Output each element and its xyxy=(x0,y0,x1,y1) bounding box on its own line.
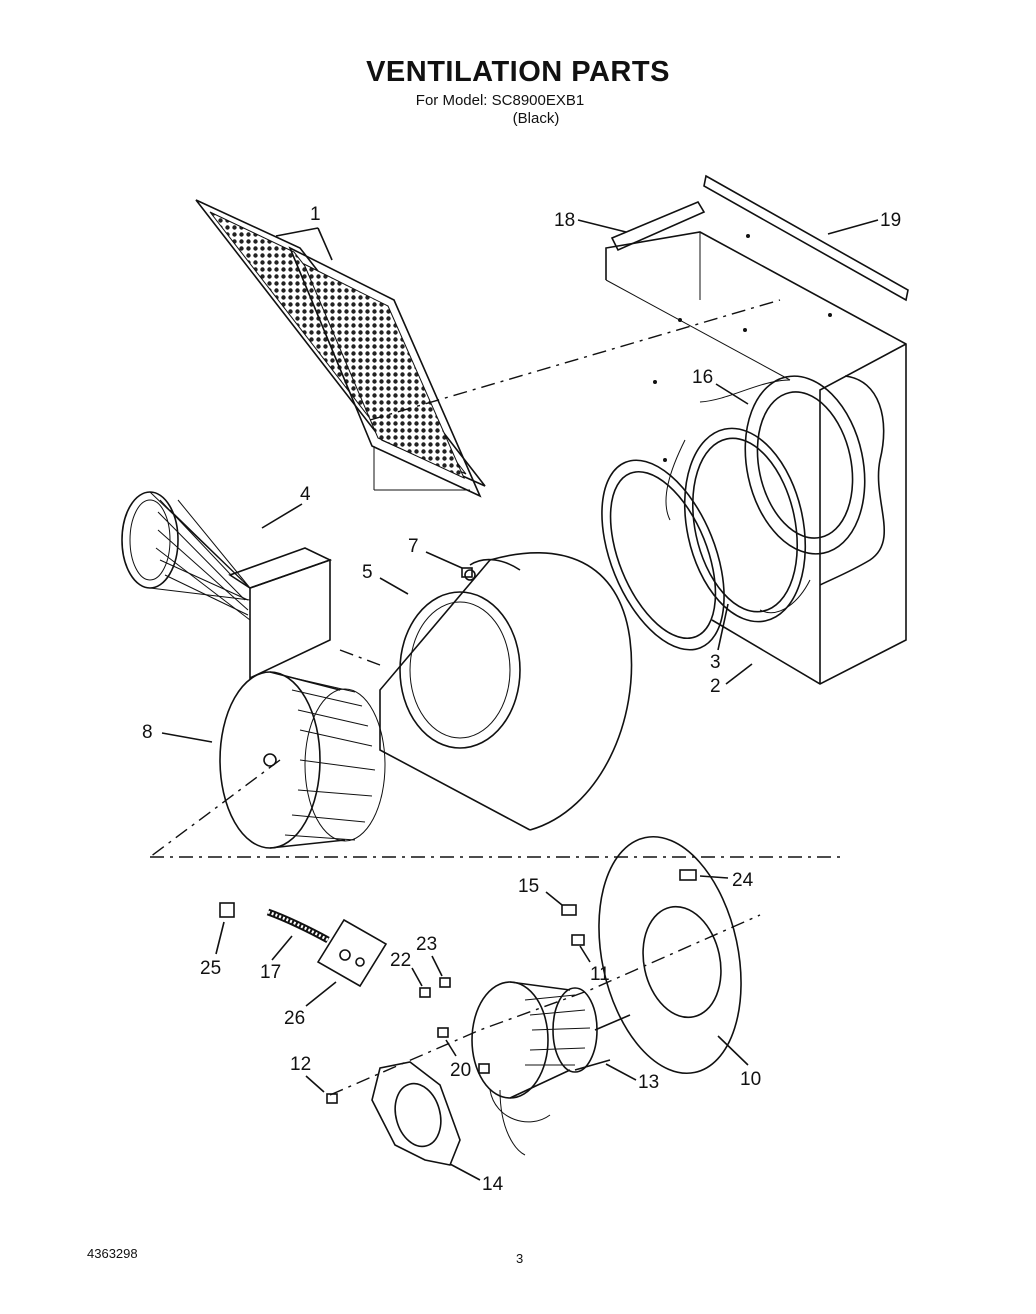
callout-15: 15 xyxy=(518,876,539,897)
callout-13: 13 xyxy=(638,1072,659,1093)
callout-labels: 1 2 3 4 5 7 8 10 11 12 13 14 15 16 17 18 xyxy=(142,204,901,1195)
callout-5: 5 xyxy=(362,562,373,583)
doc-number: 4363298 xyxy=(87,1246,138,1261)
callout-16: 16 xyxy=(692,367,713,388)
grease-filter-part xyxy=(195,199,486,498)
callout-23: 23 xyxy=(416,934,437,955)
callout-14: 14 xyxy=(482,1174,504,1195)
page-number: 3 xyxy=(516,1251,524,1266)
vent-housing-part xyxy=(601,174,909,685)
model-line: For Model: SC8900EXB1 xyxy=(415,92,585,109)
callout-10: 10 xyxy=(740,1069,761,1090)
callout-17: 17 xyxy=(260,962,281,983)
small-hardware-parts xyxy=(219,567,697,1104)
callout-12: 12 xyxy=(290,1054,311,1075)
callout-11: 11 xyxy=(590,964,610,985)
callout-3: 3 xyxy=(710,652,721,673)
page-title: VENTILATION PARTS xyxy=(366,56,670,88)
callout-22: 22 xyxy=(390,950,411,971)
adapter-ring-part xyxy=(371,1061,461,1166)
callout-7: 7 xyxy=(408,536,419,557)
transition-duct-part xyxy=(121,491,333,680)
motor-part xyxy=(471,981,631,1156)
clip-part-25 xyxy=(219,902,235,918)
callout-4: 4 xyxy=(300,484,311,505)
callout-18: 18 xyxy=(554,210,575,231)
blower-housing-part xyxy=(379,552,633,831)
callout-20: 20 xyxy=(450,1060,471,1081)
callout-8: 8 xyxy=(142,722,153,743)
mounting-plate-part xyxy=(598,835,742,1075)
callout-26: 26 xyxy=(284,1008,305,1029)
callout-19: 19 xyxy=(880,210,901,231)
callout-2: 2 xyxy=(710,676,721,697)
callout-25: 25 xyxy=(200,958,221,979)
blower-wheel-part xyxy=(219,671,386,849)
callout-24: 24 xyxy=(732,870,754,891)
color-line: (Black) xyxy=(512,110,560,127)
callout-1: 1 xyxy=(310,204,321,225)
